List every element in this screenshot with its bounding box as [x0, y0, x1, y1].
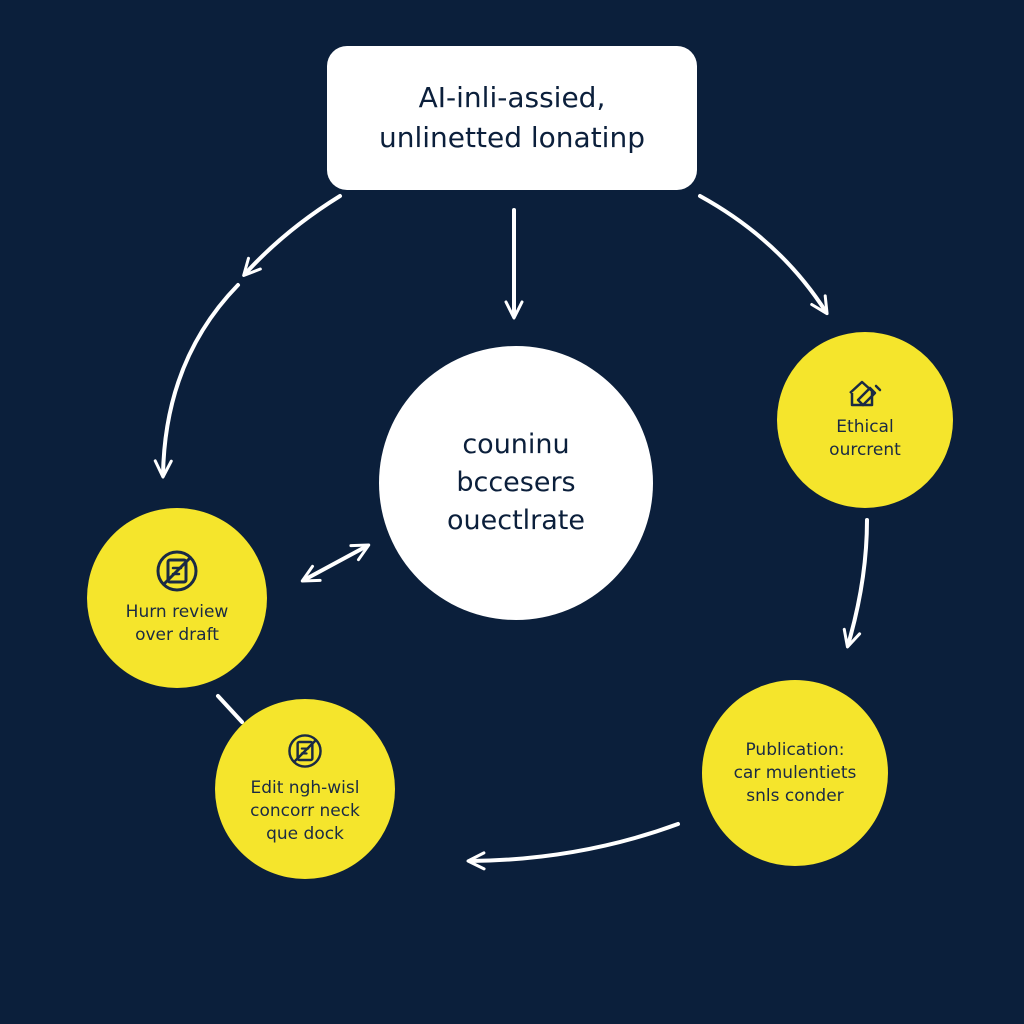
- edit-line-1: Edit ngh-wisl: [250, 777, 360, 798]
- center-circle: couninu bccesers ouectlrate: [379, 346, 653, 620]
- top-box-line-2: unlinetted lonatinp: [379, 121, 645, 154]
- publication-line-2: car mulentiets: [733, 762, 857, 783]
- edit-line-3: que dock: [266, 823, 344, 844]
- center-line-2: bccesers: [456, 467, 576, 498]
- center-line-3: ouectlrate: [446, 505, 586, 536]
- ethical-line-2: ourcrent: [829, 440, 901, 460]
- document-crossed-icon: [288, 733, 322, 768]
- arrow-publication-to-edit: [466, 822, 680, 871]
- house-edit-icon: [849, 380, 882, 407]
- arrow-top-to-ethical: [698, 194, 829, 316]
- arrow-center-review-bidirectional: [300, 543, 371, 583]
- node-publication: Publication: car mulentiets snls conder: [702, 680, 888, 866]
- publication-line-3: snls conder: [746, 785, 844, 806]
- node-review: Hurn review over draft: [87, 508, 267, 688]
- top-box: AI-inli-assied, unlinetted lonatinp: [327, 46, 697, 190]
- node-ethical: Ethical ourcrent: [777, 332, 953, 508]
- review-line-1: Hurn review: [125, 602, 229, 622]
- publication-line-1: Publication:: [745, 739, 845, 760]
- arrow-left-arc-to-review: [153, 283, 240, 479]
- ethical-line-1: Ethical: [836, 417, 894, 437]
- arrow-ethical-to-publication: [842, 518, 869, 649]
- connector-review-to-edit: [216, 694, 244, 724]
- node-edit: Edit ngh-wisl concorr neck que dock: [215, 699, 395, 879]
- document-crossed-icon: [156, 550, 198, 592]
- review-line-2: over draft: [135, 625, 219, 645]
- center-line-1: couninu: [462, 429, 570, 460]
- top-box-line-1: AI-inli-assied,: [418, 81, 606, 114]
- edit-line-2: concorr neck: [250, 800, 360, 821]
- arrow-top-to-left-upper: [242, 194, 342, 277]
